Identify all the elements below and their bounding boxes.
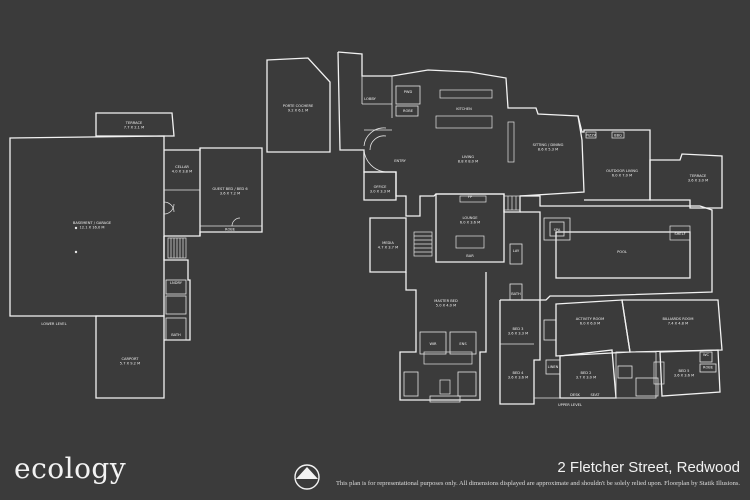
porte-dims: 9.2 X 6.1 M [288, 109, 308, 113]
bath-lower-label: BATH [171, 333, 181, 337]
lower-level [9, 112, 263, 399]
living-dims: 8.8 X 8.0 M [458, 160, 478, 164]
terrace-left-name: TERRACE [125, 121, 143, 125]
wir-label: WIR [429, 342, 437, 346]
laundry-lower-label: LNDRY [170, 281, 183, 285]
robe-lower-label: ROBE [225, 228, 236, 232]
billiards-dims: 7.4 X 4.8 M [668, 322, 688, 326]
sitting-dining-name: SITTING / DINING [533, 143, 564, 147]
bed2-name: BED 2 [581, 371, 592, 375]
lower-level-label: LOWER LEVEL [41, 322, 66, 326]
kitchen-label: KITCHEN [456, 107, 472, 111]
guest-bed-dims: 3.6 X 7.2 M [220, 192, 240, 196]
terrace-right-name: TERRACE [689, 174, 707, 178]
robe-b-label: ROBE [703, 366, 714, 370]
pool-label: POOL [617, 250, 627, 254]
lounge-name: LOUNGE [462, 216, 478, 220]
outdoor-living-dims: 6.0 X 7.0 M [612, 174, 632, 178]
cellar-dims: 4.0 X 3.8 M [172, 170, 192, 174]
wc-label: WC [703, 353, 710, 357]
sitting-dining-dims: 8.6 X 5.3 M [538, 148, 558, 152]
guest-bed-name: GUEST BED / BED 6 [212, 187, 248, 191]
property-address: 2 Fletcher Street, Redwood [557, 459, 740, 476]
porte-name: PORTE COCHERE [283, 104, 314, 108]
master-bed-name: MASTER BED [434, 299, 458, 303]
seat-label: SEAT [591, 393, 601, 397]
bbq-label: BBQ [614, 134, 622, 138]
disclaimer-text: This plan is for representational purpos… [335, 480, 740, 487]
activity-name: ACTIVITY ROOM [576, 317, 604, 321]
desk-label: DESK [570, 393, 580, 397]
carport-dims: 5.7 X 9.2 M [120, 362, 140, 366]
bed5-dims: 3.6 X 3.6 M [674, 374, 694, 378]
bed4-name: BED 4 [513, 371, 525, 375]
spa-label: SPA [554, 228, 561, 232]
terrace-right-dims: 3.6 X 3.0 M [688, 179, 708, 183]
activity-dims: 6.0 X 6.0 M [580, 322, 600, 326]
bed5-name: BED 5 [679, 369, 690, 373]
fp-label: FP [468, 195, 473, 199]
brand-logo: ecology [14, 452, 127, 485]
basement-name: BASEMENT / GARAGE [73, 221, 112, 225]
media-dims: 4.7 X 3.7 M [378, 246, 398, 250]
media-name: MEDIA [382, 241, 394, 245]
north-compass-icon: N [294, 464, 320, 490]
robe-upper-label: ROBE [403, 109, 414, 113]
shelf-label: SHELF [674, 232, 685, 236]
living-name: LIVING [462, 155, 474, 159]
bath-upper-label: BATH [511, 292, 521, 296]
bed2-dims: 3.7 X 3.0 M [576, 376, 596, 380]
lay-label: LAY [513, 249, 520, 253]
upper-level [266, 51, 723, 405]
pizza-label: PIZZA [586, 134, 597, 138]
carport-name: CARPORT [122, 357, 140, 361]
bed4-dims: 3.6 X 3.6 M [508, 376, 528, 380]
ens-label: ENS [459, 342, 467, 346]
outdoor-living-name: OUTDOOR LIVING [606, 169, 638, 173]
billiards-name: BILLIARDS ROOM [663, 317, 694, 321]
lounge-dims: 6.0 X 3.6 M [460, 221, 480, 225]
basement-dims: 12.1 X 16.0 M [80, 226, 105, 230]
master-bed-dims: 5.0 X 4.0 M [436, 304, 456, 308]
compass-letter: N [304, 478, 311, 488]
terrace-left-dims: 7.7 X 2.1 M [124, 126, 144, 130]
office-name: OFFICE [374, 185, 388, 189]
cellar-name: CELLAR [175, 165, 189, 169]
bed3-dims: 3.6 X 3.3 M [508, 332, 528, 336]
linen-label: LINEN [548, 365, 559, 369]
bar-label: BAR [466, 254, 474, 258]
lobby-label: LOBBY [364, 97, 376, 101]
upper-level-label: UPPER LEVEL [558, 403, 582, 407]
entry-label: ENTRY [394, 159, 406, 163]
pwd-label: PWD [404, 90, 413, 94]
office-dims: 3.0 X 3.3 M [370, 190, 390, 194]
bed3-name: BED 3 [513, 327, 524, 331]
